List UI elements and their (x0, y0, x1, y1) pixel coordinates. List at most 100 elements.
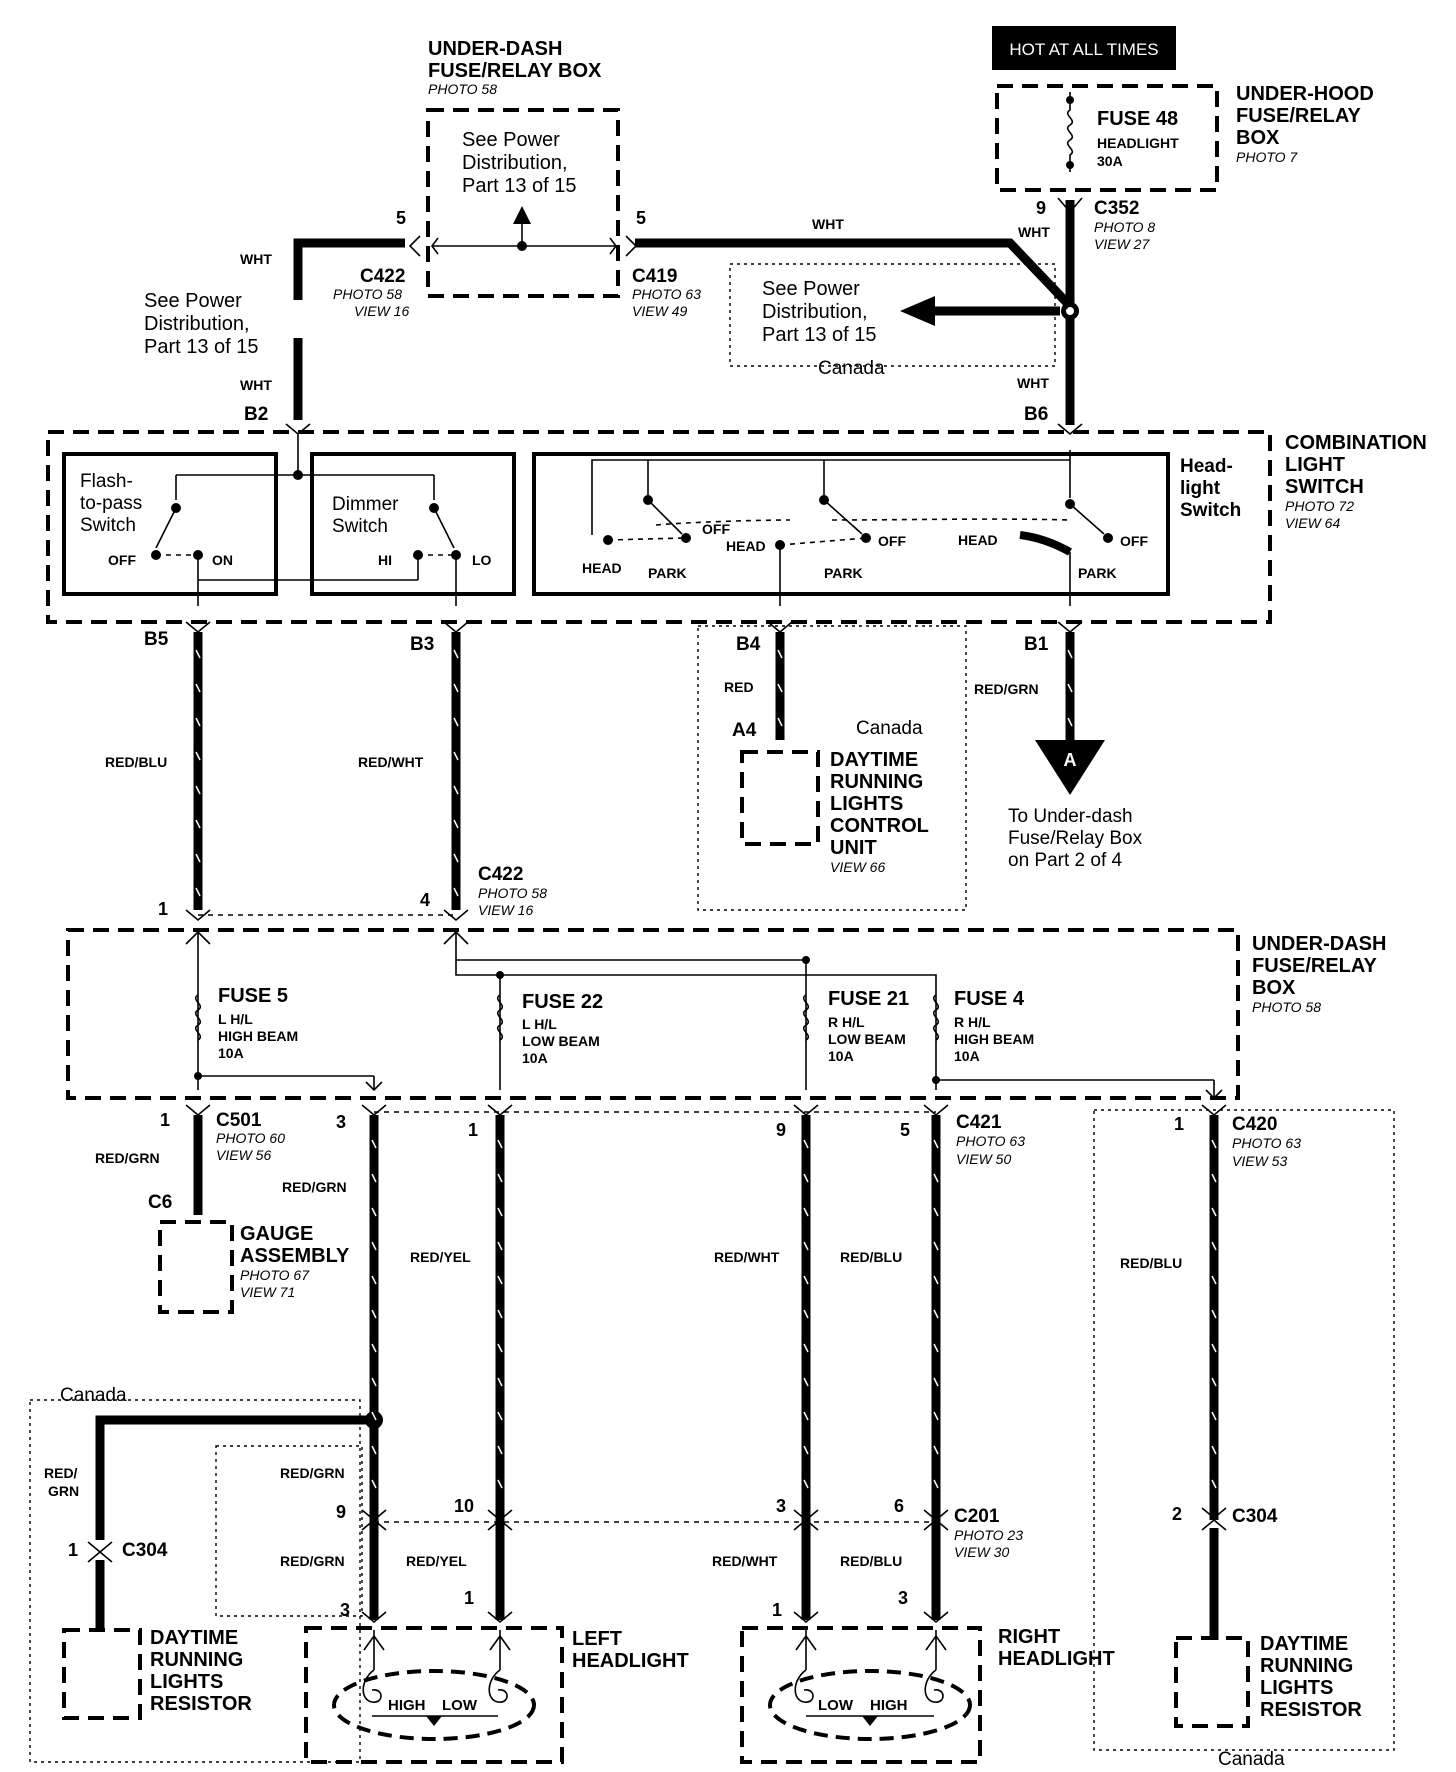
hl-deck3-head: HEAD (958, 532, 998, 548)
fuse-5-symbol (194, 994, 202, 1041)
wire-wht-c352: WHT (1018, 224, 1050, 240)
hl-deck2-park: PARK (824, 565, 863, 581)
fuse-21-rating: 10A (828, 1048, 854, 1064)
drl-control-label-2: RUNNING (830, 771, 923, 793)
wire-red-grn-c501: RED/GRN (95, 1150, 160, 1166)
drl-resistor-right-1: DAYTIME (1260, 1633, 1348, 1655)
combination-switch-box (46, 430, 1272, 624)
pin-b2: B2 (244, 404, 268, 425)
pin-1-left-hl: 1 (464, 1588, 474, 1608)
canada-left-drl-area (29, 1399, 361, 1763)
underdash-mid-photo: PHOTO 58 (1252, 999, 1321, 1015)
power-ref-left-3: Part 13 of 15 (144, 336, 259, 358)
arrow-a-text-1: To Under-dash (1008, 806, 1133, 827)
headlight-switch (532, 452, 1170, 596)
wire-red-grn-b1: RED/GRN (974, 681, 1039, 697)
power-ref-left-2: Distribution, (144, 313, 250, 335)
canada-right-drl-area (1093, 1109, 1395, 1751)
c352-photo: PHOTO 8 (1094, 219, 1155, 235)
left-headlight-high: HIGH (388, 1697, 426, 1714)
fuse-48-name: FUSE 48 (1097, 108, 1178, 130)
fuse-4-symbol (932, 994, 940, 1041)
right-headlight-high: HIGH (870, 1697, 908, 1714)
hl-deck1-head: HEAD (582, 560, 622, 576)
fuse-5-l2: HIGH BEAM (218, 1028, 298, 1044)
fuse-5-l1: L H/L (218, 1011, 253, 1027)
fuse-4-rating: 10A (954, 1048, 980, 1064)
dimmer-switch-label-1: Dimmer (332, 494, 399, 515)
combo-photo: PHOTO 72 (1285, 498, 1354, 514)
flash-switch-label-2: to-pass (80, 493, 142, 514)
pin-9-c421: 9 (776, 1120, 786, 1140)
canada-drl-control-area (697, 625, 967, 911)
left-headlight-label-1: LEFT (572, 1628, 622, 1650)
pin-1-c501: 1 (160, 1110, 170, 1130)
fuse-48-rating: 30A (1097, 153, 1123, 169)
c422-mid-name: C422 (478, 864, 523, 885)
flash-to-pass-switch (62, 452, 278, 596)
c421-photo: PHOTO 63 (956, 1133, 1025, 1149)
pin-1-c422-mid: 1 (158, 899, 168, 919)
canada-label-right: Canada (1218, 1749, 1285, 1770)
hl-deck1-park: PARK (648, 565, 687, 581)
pin-5-c421: 5 (900, 1120, 910, 1140)
c501-view: VIEW 56 (216, 1147, 271, 1163)
combo-label-3: SWITCH (1285, 476, 1364, 498)
wire-red-grn-3-lower: RED/GRN (280, 1553, 345, 1569)
gauge-photo: PHOTO 67 (240, 1267, 310, 1283)
pin-1-c421: 1 (468, 1120, 478, 1140)
c422-mid-photo: PHOTO 58 (478, 885, 547, 901)
underdash-mid-label-3: BOX (1252, 977, 1296, 999)
drl-resistor-left-4: RESISTOR (150, 1693, 252, 1715)
pin-9-c352: 9 (1036, 198, 1046, 218)
pin-3-left-hl: 3 (340, 1600, 350, 1620)
power-ref-left-1: See Power (144, 290, 242, 312)
pin-3-right-hl: 3 (898, 1588, 908, 1608)
drl-control-label-1: DAYTIME (830, 749, 918, 771)
underdash-mid-box (66, 928, 1240, 1100)
wire-red-grn-9-upper: RED/GRN (280, 1465, 345, 1481)
pin-1-c304-left: 1 (68, 1540, 78, 1560)
pin-3-c421: 3 (336, 1112, 346, 1132)
wire-wht-c422-a: WHT (240, 251, 272, 267)
pin-4-c422-mid: 4 (420, 890, 430, 910)
dimmer-switch (310, 452, 516, 596)
fuse-5-rating: 10A (218, 1045, 244, 1061)
fuse-21-symbol (802, 994, 810, 1041)
drl-resistor-right-3: LIGHTS (1260, 1677, 1333, 1699)
drl-resistor-right-4: RESISTOR (1260, 1699, 1362, 1721)
flash-switch-off: OFF (108, 552, 136, 568)
right-headlight-label-2: HEADLIGHT (998, 1648, 1115, 1670)
fuse-48-symbol (1066, 92, 1074, 172)
left-headlight (304, 1626, 564, 1764)
right-headlight-low: LOW (818, 1697, 854, 1714)
gauge-assembly (158, 1220, 234, 1314)
underdash-top-photo: PHOTO 58 (428, 81, 497, 97)
dimmer-switch-label-2: Switch (332, 516, 388, 537)
pin-b4: B4 (736, 634, 761, 655)
combo-label-1: COMBINATION (1285, 432, 1427, 454)
pin-6-c201: 6 (894, 1496, 904, 1516)
drl-resistor-left (62, 1628, 142, 1720)
drl-resistor-right-2: RUNNING (1260, 1655, 1353, 1677)
underhood-box-photo: PHOTO 7 (1236, 149, 1298, 165)
combo-label-2: LIGHT (1285, 454, 1345, 476)
fuse-22-symbol (496, 994, 504, 1041)
drl-control-view: VIEW 66 (830, 859, 885, 875)
pin-a4: A4 (732, 720, 757, 741)
wire-red-yel-1-lower: RED/YEL (406, 1553, 467, 1569)
hl-deck3-park: PARK (1078, 565, 1117, 581)
power-ref-canada-3: Part 13 of 15 (762, 324, 877, 346)
flash-switch-label-1: Flash- (80, 471, 133, 492)
wire-red-blu-5: RED/BLU (840, 1249, 902, 1265)
arrow-a-text-2: Fuse/Relay Box (1008, 828, 1143, 849)
wire-red-b4: RED (724, 679, 754, 695)
wire-red-blu-3-lower: RED/BLU (840, 1553, 902, 1569)
fuse-22-rating: 10A (522, 1050, 548, 1066)
fuse-21-l2: LOW BEAM (828, 1031, 906, 1047)
drl-resistor-left-1: DAYTIME (150, 1627, 238, 1649)
pin-1-right-hl: 1 (772, 1600, 782, 1620)
c420-name: C420 (1232, 1114, 1277, 1135)
c201-photo: PHOTO 23 (954, 1527, 1023, 1543)
c201-name: C201 (954, 1506, 1000, 1527)
